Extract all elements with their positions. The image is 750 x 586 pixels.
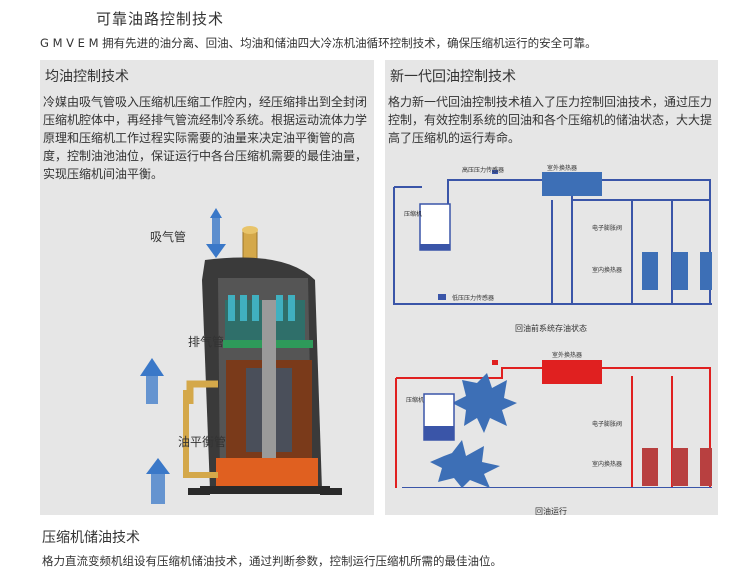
oil-return-operation-diagram: 室外换热器 压缩机 电子膨胀阀 室内换热器 bbox=[395, 351, 712, 488]
outdoor-hx-label-top: 室外换热器 bbox=[547, 164, 577, 172]
oil-return-title: 新一代回油控制技术 bbox=[390, 69, 516, 85]
oil-balance-flow-arrow bbox=[146, 458, 170, 504]
compressor-box-top bbox=[419, 203, 451, 251]
page-title: 可靠油路控制技术 bbox=[96, 10, 225, 28]
suction-pipe-label: 吸气管 bbox=[150, 230, 187, 244]
oil-pool bbox=[216, 458, 318, 488]
oil-balance-title: 均油控制技术 bbox=[45, 69, 129, 85]
pre-oil-return-caption: 回油前系统存油状态 bbox=[515, 324, 587, 333]
expansion-valve-label-top: 电子膨胀阀 bbox=[592, 224, 622, 232]
intro-text: G M V E M 拥有先进的油分离、回油、均油和储油四大冷冻机油循环控制技术，… bbox=[40, 36, 597, 50]
oil-return-panel: 新一代回油控制技术 格力新一代回油控制技术植入了压力控制回油技术，通过压力控制，… bbox=[385, 60, 718, 516]
outdoor-hx-label-bottom: 室外换热器 bbox=[552, 351, 582, 359]
oil-balance-text: 冷媒由吸气管吸入压缩机压缩工作腔内，经压缩排出到全封闭压缩机腔体中，再经排气管流… bbox=[43, 95, 368, 181]
suction-pipe bbox=[242, 229, 258, 263]
oil-return-text: 格力新一代回油控制技术植入了压力控制回油技术，通过压力控制，有效控制系统的回油和… bbox=[388, 95, 713, 145]
compressor-cutaway-illustration bbox=[140, 208, 342, 504]
oil-storage-title: 压缩机储油技术 bbox=[42, 530, 140, 546]
suction-flow-arrow bbox=[206, 208, 226, 258]
discharge-flow-arrow bbox=[140, 358, 164, 404]
oil-balance-panel: 均油控制技术 冷媒由吸气管吸入压缩机压缩工作腔内，经压缩排出到全封闭压缩机腔体中… bbox=[40, 60, 374, 515]
oil-balance-pipe bbox=[183, 390, 218, 478]
outdoor-hx-top bbox=[542, 172, 602, 196]
low-sensor-label: 低压压力传感器 bbox=[452, 294, 494, 302]
expansion-valve-label-bottom: 电子膨胀阀 bbox=[592, 420, 622, 428]
oil-return-caption: 回油运行 bbox=[535, 507, 567, 516]
high-sensor-label: 高压压力传感器 bbox=[462, 166, 504, 174]
oil-balance-pipe-label: 油平衡管 bbox=[178, 435, 227, 449]
compressor-label-bottom: 压缩机 bbox=[406, 396, 424, 404]
discharge-pipe-label: 排气管 bbox=[188, 335, 225, 349]
outdoor-hx-bottom bbox=[542, 360, 602, 384]
pre-oil-return-diagram: 高压压力传感器 室外换热器 压缩机 电子膨胀阀 室内换热器 低压压力传感器 bbox=[393, 164, 712, 305]
oil-storage-text: 格力直流变频机组设有压缩机储油技术，通过判断参数，控制运行压缩机所需的最佳油位。 bbox=[42, 554, 502, 568]
indoor-hx-label-bottom: 室内换热器 bbox=[592, 460, 622, 468]
compressor-label-top: 压缩机 bbox=[404, 210, 422, 218]
indoor-hx-label-top: 室内换热器 bbox=[592, 266, 622, 274]
